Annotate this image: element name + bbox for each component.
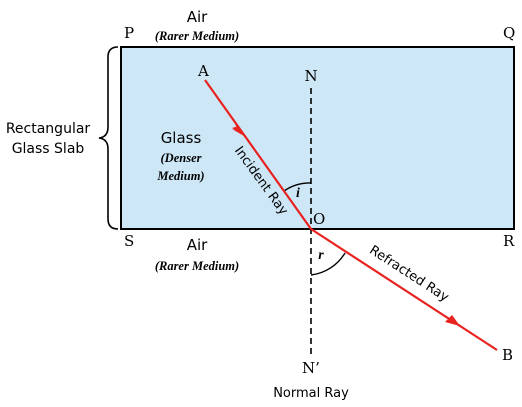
denser-medium-line2: Medium) (156, 169, 204, 183)
refracted-ray-line (310, 228, 498, 351)
point-b-label: B (502, 346, 513, 364)
glass-slab (120, 46, 515, 230)
corner-r-label: R (503, 232, 515, 250)
air-bottom-label: Air (187, 236, 208, 254)
point-n-label: N (304, 67, 317, 85)
point-a-label: A (197, 62, 209, 80)
air-top-label: Air (187, 8, 208, 26)
normal-ray-label: Normal Ray (273, 386, 349, 401)
angle-i-arc (283, 182, 312, 192)
angle-r-arc (310, 252, 346, 276)
point-n-prime-label: N’ (302, 359, 320, 377)
refracted-ray-arrowhead (445, 315, 460, 326)
angle-i-label: i (296, 186, 300, 201)
point-o-label: O (313, 210, 325, 228)
incident-ray-line (204, 79, 312, 230)
slab-label-line2: Glass Slab (12, 141, 85, 157)
rarer-medium-top-label: (Rarer Medium) (155, 29, 239, 43)
slab-brace (98, 46, 119, 230)
angle-r-label: r (318, 248, 324, 263)
rarer-medium-bottom-label: (Rarer Medium) (155, 259, 239, 273)
glass-label: Glass (161, 129, 202, 147)
corner-q-label: Q (503, 24, 515, 42)
corner-p-label: P (124, 24, 134, 42)
incident-ray-arrowhead (232, 126, 245, 136)
denser-medium-line1: (Denser (161, 151, 202, 165)
slab-label-line1: Rectangular (6, 121, 91, 137)
corner-s-label: S (124, 232, 134, 250)
